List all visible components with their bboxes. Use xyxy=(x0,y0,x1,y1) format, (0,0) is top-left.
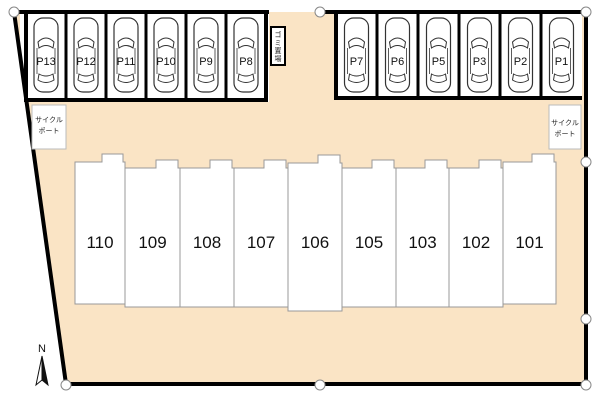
unit-109: 109 xyxy=(124,159,181,308)
cycle-port-left-line2: ポート xyxy=(39,127,60,135)
parking-slot-label: P7 xyxy=(350,56,363,68)
car-icon xyxy=(507,17,534,93)
parking-stall-p10: P10 xyxy=(153,17,179,93)
building-outline: 110 109 108 107 106 105 103 102 101 xyxy=(74,153,557,312)
north-label: N xyxy=(38,343,46,355)
north-arrow: N xyxy=(35,343,49,387)
unit-number: 101 xyxy=(515,233,543,252)
cycle-port-right-line2: ポート xyxy=(555,130,576,138)
parking-stall-p8: P8 xyxy=(233,17,259,93)
parking-slot-label: P1 xyxy=(555,56,568,68)
car-icon xyxy=(33,17,59,93)
unit-105: 105 xyxy=(341,159,397,308)
cycle-port-right: サイクル ポート xyxy=(548,104,582,150)
car-icon xyxy=(153,17,179,93)
parking-stall-p1: P1 xyxy=(548,17,575,93)
parking-stall-dividers xyxy=(64,12,543,100)
unit-number: 107 xyxy=(247,233,275,252)
unit-number: 106 xyxy=(301,233,329,252)
car-icon xyxy=(193,17,219,93)
parking-slot-label: P3 xyxy=(473,56,486,68)
parking-slot-label: P12 xyxy=(76,56,96,68)
parking-row-right: P7 P6 P5 P3 P2 P1 xyxy=(343,17,575,93)
unit-number: 108 xyxy=(193,233,221,252)
car-icon xyxy=(548,17,575,93)
car-icon xyxy=(343,17,370,93)
parking-slot-label: P6 xyxy=(391,56,404,68)
unit-number: 102 xyxy=(462,233,490,252)
parking-stall-p11: P11 xyxy=(113,17,139,93)
parking-stall-p3: P3 xyxy=(466,17,493,93)
parking-slot-label: P11 xyxy=(117,56,136,68)
garbage-station: ゴミ置場 xyxy=(270,26,286,66)
parking-slot-label: P2 xyxy=(514,56,527,68)
parking-stall-p2: P2 xyxy=(507,17,534,93)
car-icon xyxy=(384,17,411,93)
apartment-building: 110 109 108 107 106 105 103 102 101 xyxy=(74,153,557,312)
cycle-port-right-line1: サイクル xyxy=(551,119,579,127)
car-icon xyxy=(425,17,452,93)
parking-stall-p9: P9 xyxy=(193,17,219,93)
unit-103: 103 xyxy=(395,159,450,308)
car-icon xyxy=(233,17,259,93)
boundary-markers xyxy=(8,6,592,391)
parking-slot-label: P5 xyxy=(432,56,445,68)
unit-number: 105 xyxy=(355,233,383,252)
unit-101: 101 xyxy=(502,153,557,305)
parking-slot-label: P9 xyxy=(199,56,212,68)
car-icon xyxy=(73,17,99,93)
parking-slot-label: P8 xyxy=(239,56,252,68)
car-icon xyxy=(466,17,493,93)
unit-110: 110 xyxy=(74,153,126,305)
unit-106: 106 xyxy=(287,154,343,312)
unit-number: 103 xyxy=(408,233,436,252)
cycle-port-left: サイクル ポート xyxy=(31,104,67,150)
parking-slot-label: P10 xyxy=(156,56,176,68)
unit-108: 108 xyxy=(179,159,235,308)
garbage-label: ゴミ置場 xyxy=(275,30,282,63)
parking-row-left: P13 P12 P11 P10 P9 P8 xyxy=(33,17,259,93)
parking-slot-label: P13 xyxy=(36,56,56,68)
unit-number: 109 xyxy=(138,233,166,252)
unit-number: 110 xyxy=(86,233,113,252)
north-arrow-icon xyxy=(35,355,43,387)
parking-stall-p5: P5 xyxy=(425,17,452,93)
unit-107: 107 xyxy=(233,159,289,308)
parking-stall-p12: P12 xyxy=(73,17,99,93)
parking-stall-p13: P13 xyxy=(33,17,59,93)
unit-102: 102 xyxy=(448,159,504,308)
parking-stall-p7: P7 xyxy=(343,17,370,93)
parking-stall-p6: P6 xyxy=(384,17,411,93)
car-icon xyxy=(113,17,139,93)
cycle-port-left-line1: サイクル xyxy=(35,116,63,124)
